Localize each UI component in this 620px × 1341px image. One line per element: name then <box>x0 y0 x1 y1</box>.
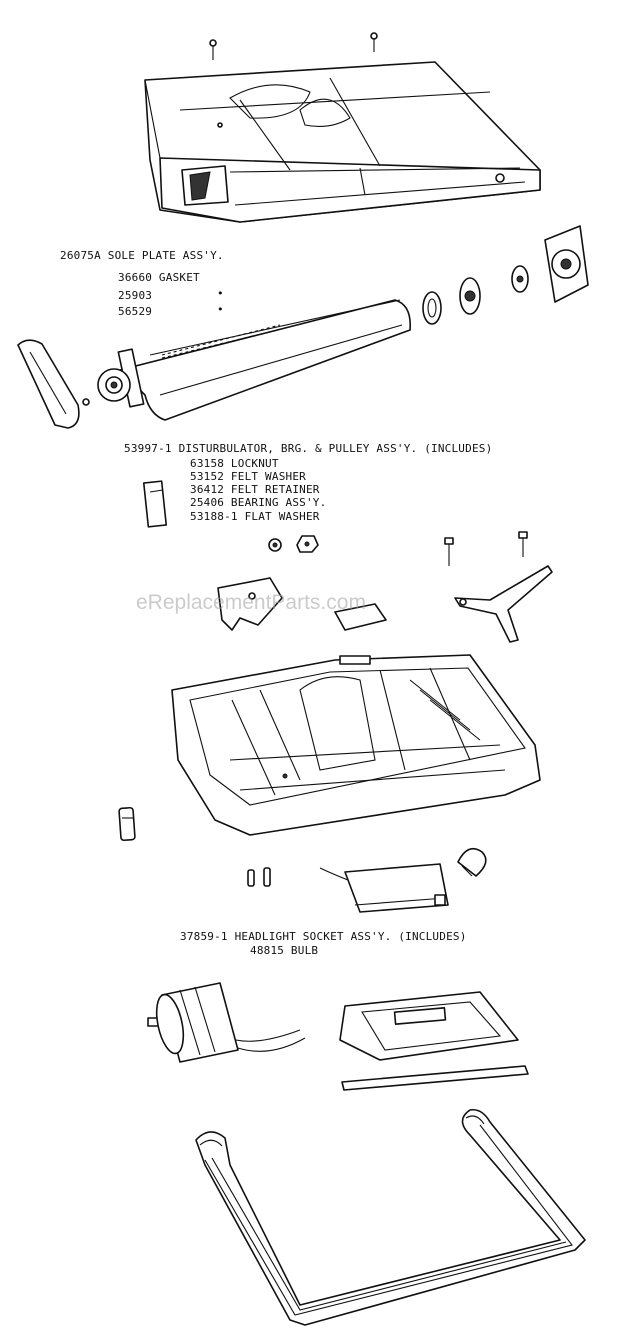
bumper-strip-drawing <box>341 1065 529 1091</box>
label-part-25903: 25903 <box>118 289 153 302</box>
headlight-lens-drawing <box>339 991 519 1061</box>
label-disturbulator: 53997-1 DISTURBULATOR, BRG. & PULLEY ASS… <box>124 442 493 455</box>
y-bracket-drawing <box>454 565 553 643</box>
bulb-drawing <box>457 847 487 877</box>
bail-frame-drawing <box>195 1108 586 1326</box>
felt-retainer-drawing <box>142 480 168 528</box>
label-sole-plate: 26075A SOLE PLATE ASS'Y. <box>60 249 224 262</box>
bulb-contacts-drawing <box>247 867 271 887</box>
bracket-left-drawing <box>217 577 283 631</box>
nuts-drawing <box>268 535 319 553</box>
felt-pad-drawing <box>334 603 387 631</box>
watermark-text: eReplacementParts.com <box>136 591 366 614</box>
screw-right <box>370 32 378 52</box>
screw-middle-left <box>444 537 454 566</box>
headlight-socket-drawing <box>319 863 449 913</box>
screw-left <box>209 39 217 60</box>
label-headlight-socket: 37859-1 HEADLIGHT SOCKET ASS'Y. (INCLUDE… <box>180 930 467 943</box>
screw-middle-right <box>518 531 528 557</box>
motor-drawing <box>147 982 306 1063</box>
label-part-56529: 56529 <box>118 305 153 318</box>
label-locknut: 63158 LOCKNUT <box>190 457 279 470</box>
label-felt-retainer: 36412 FELT RETAINER <box>190 483 320 496</box>
switch-drawing <box>118 806 136 842</box>
label-bearing: 25406 BEARING ASS'Y. <box>190 496 327 509</box>
sole-plate-drawing <box>144 61 541 223</box>
bearing-parts-drawing <box>422 225 589 325</box>
label-part-25903-marker: • <box>217 287 224 300</box>
label-bulb: 48815 BULB <box>250 944 319 957</box>
label-felt-washer: 53152 FELT WASHER <box>190 470 306 483</box>
label-flat-washer: 53188-1 FLAT WASHER <box>190 510 320 523</box>
label-part-56529-marker: • <box>217 303 224 316</box>
disturbulator-drawing <box>17 299 412 429</box>
label-gasket: 36660 GASKET <box>118 271 200 284</box>
base-housing-drawing <box>171 654 541 836</box>
